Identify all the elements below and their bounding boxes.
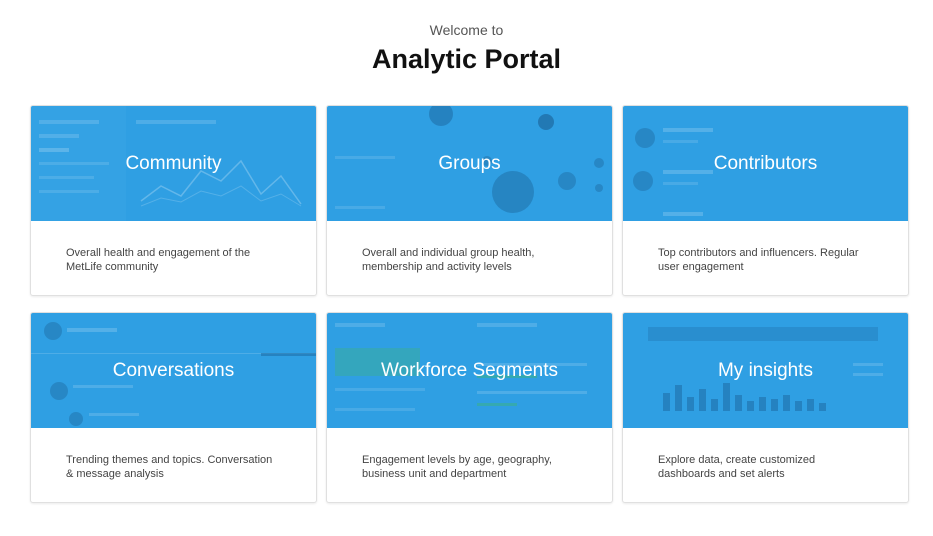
card-description: Engagement levels by age, geography, bus…	[362, 454, 552, 480]
card-description: Trending themes and topics. Conversation…	[66, 454, 273, 480]
card-my-insights[interactable]: My insights Explore data, create customi…	[622, 312, 909, 503]
card-banner: Community	[31, 106, 316, 221]
card-description: Overall and individual group health, mem…	[362, 247, 535, 273]
card-title: Groups	[438, 153, 501, 174]
banner-background-image	[335, 106, 604, 213]
card-workforce-segments[interactable]: Workforce Segments Engagement levels by …	[326, 312, 613, 503]
card-banner: My insights	[623, 313, 908, 428]
card-community[interactable]: Community Overall health and engagement …	[30, 105, 317, 296]
banner-background-image	[335, 323, 587, 411]
card-title: Contributors	[713, 153, 818, 174]
card-banner: Groups	[327, 106, 612, 221]
card-title: Workforce Segments	[380, 360, 559, 381]
card-title: Community	[125, 153, 222, 174]
card-banner: Contributors	[623, 106, 908, 221]
banner-background-image	[648, 327, 883, 411]
card-contributors[interactable]: Contributors Top contributors and influe…	[622, 105, 909, 296]
card-description: Top contributors and influencers. Regula…	[658, 247, 859, 273]
card-title: My insights	[717, 360, 814, 381]
card-title: Conversations	[112, 360, 235, 381]
banner-background-image	[31, 106, 302, 221]
card-conversations[interactable]: Conversations Trending themes and topics…	[30, 312, 317, 503]
banner-background-image	[31, 322, 316, 426]
card-groups[interactable]: Groups Overall and individual group heal…	[326, 105, 613, 296]
banner-background-image	[633, 128, 713, 216]
page-title: Analytic Portal	[371, 44, 562, 74]
card-description: Overall health and engagement of the Met…	[66, 247, 251, 273]
welcome-text: Welcome to	[429, 22, 504, 38]
card-banner: Conversations	[31, 313, 316, 428]
card-description: Explore data, create customized dashboar…	[658, 454, 816, 480]
card-banner: Workforce Segments	[327, 313, 612, 428]
